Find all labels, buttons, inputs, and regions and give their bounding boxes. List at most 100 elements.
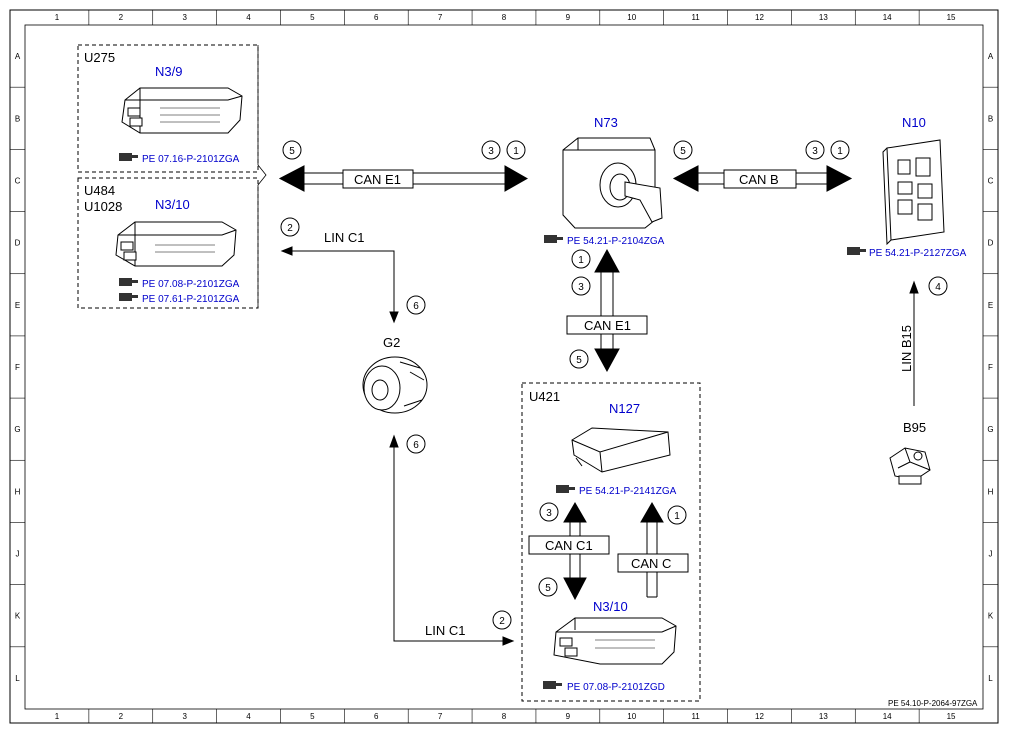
column-label: 1: [55, 13, 60, 22]
column-label: 8: [502, 712, 507, 721]
row-label: B: [15, 114, 20, 123]
column-label: 6: [374, 13, 379, 22]
group-label-u275: U275: [84, 50, 115, 65]
bus-label-can-e1-horizontal: CAN E1: [354, 172, 401, 187]
bus-lin-c1-bottom: [389, 434, 515, 646]
marker-label: 3: [812, 146, 818, 157]
column-label: 13: [819, 13, 828, 22]
marker-label: 3: [546, 508, 552, 519]
column-label: 14: [883, 13, 892, 22]
sam-module-n10-image: [882, 139, 945, 246]
marker-label: 1: [578, 255, 584, 266]
marker-3-mid: 3: [805, 140, 825, 160]
manual-pointer-icon: [847, 247, 866, 255]
row-label: C: [15, 176, 21, 185]
column-label: 15: [947, 13, 956, 22]
row-label: J: [16, 550, 20, 559]
group-label-u484: U484: [84, 183, 115, 198]
row-label: E: [15, 301, 20, 310]
bus-can-e1-vertical: [566, 248, 648, 373]
marker-5-vert: 5: [569, 349, 589, 369]
column-label: 8: [502, 13, 507, 22]
marker-label: 2: [499, 616, 505, 627]
frame-ticks: [10, 10, 998, 723]
row-label: L: [15, 674, 20, 683]
component-code-n3-10-left: N3/10: [155, 197, 190, 212]
column-label: 14: [883, 712, 892, 721]
marker-6-top: 6: [406, 295, 426, 315]
manual-pointer-icon: [544, 235, 563, 243]
bus-label-can-c: CAN C: [631, 556, 671, 571]
column-label: 15: [947, 712, 956, 721]
marker-1-mid: 1: [830, 140, 850, 160]
column-label: 4: [246, 712, 251, 721]
column-label: 11: [691, 13, 700, 22]
row-label: D: [988, 239, 994, 248]
marker-4-lin: 4: [928, 276, 948, 296]
column-label: 3: [182, 712, 187, 721]
alternator-g2-image: [362, 356, 428, 414]
manual-pointer-icon: [543, 681, 562, 689]
reference-n3-10-a: PE 07.08-P-2101ZGA: [142, 279, 240, 290]
bus-label-can-b: CAN B: [739, 172, 779, 187]
ecu-n3-9-image: [121, 87, 243, 134]
marker-label: 5: [576, 355, 582, 366]
column-label: 5: [310, 13, 315, 22]
group-label-u1028: U1028: [84, 199, 122, 214]
bus-label-lin-c1-bottom: LIN C1: [425, 623, 465, 638]
marker-label: 2: [287, 223, 293, 234]
marker-5-left: 5: [282, 140, 302, 160]
bus-label-lin-c1-top: LIN C1: [324, 230, 364, 245]
column-label: 11: [691, 712, 700, 721]
row-label: F: [988, 363, 993, 372]
group-box-u484: U484 U1028: [77, 177, 259, 309]
manual-pointer-icon: [556, 485, 575, 493]
column-label: 9: [566, 712, 571, 721]
row-label: L: [988, 674, 993, 683]
reference-n127: PE 54.21-P-2141ZGA: [579, 486, 677, 497]
document-id: PE 54.10-P-2064-97ZGA: [888, 699, 978, 708]
marker-2-lin-bottom: 2: [492, 610, 512, 630]
marker-label: 3: [578, 282, 584, 293]
ecu-n3-10-left-image: [115, 221, 237, 267]
marker-3-left: 3: [481, 140, 501, 160]
marker-1-c: 1: [667, 505, 687, 525]
marker-6-bottom: 6: [406, 434, 426, 454]
row-label: H: [988, 487, 994, 496]
component-code-n3-10-bottom: N3/10: [593, 599, 628, 614]
bus-label-lin-b15: LIN B15: [899, 325, 914, 372]
group-label-u421: U421: [529, 389, 560, 404]
bus-label-can-e1-vertical: CAN E1: [584, 318, 631, 333]
row-label: H: [15, 487, 21, 496]
bus-lin-c1-top: [280, 246, 399, 324]
row-label: B: [988, 114, 993, 123]
row-label: A: [15, 52, 21, 61]
bus-can-e1-horizontal: [278, 165, 529, 192]
marker-label: 1: [674, 511, 680, 522]
marker-group: 5 3 1 5 3 1 2 6 1 3 5 4 6 3 1 5 2: [280, 140, 948, 630]
reference-n3-10-bottom: PE 07.08-P-2101ZGD: [567, 682, 665, 693]
manual-pointer-icon: [119, 293, 138, 301]
marker-label: 6: [413, 440, 419, 451]
row-label: F: [15, 363, 20, 372]
column-label: 6: [374, 712, 379, 721]
reference-n10: PE 54.21-P-2127ZGA: [869, 248, 967, 259]
row-label: D: [15, 239, 21, 248]
marker-label: 5: [289, 146, 295, 157]
reference-n3-9: PE 07.16-P-2101ZGA: [142, 154, 240, 165]
module-n127-image: [571, 427, 671, 473]
group-box-u421: U421: [521, 382, 701, 702]
bus-can-b: [672, 165, 853, 192]
row-label: E: [988, 301, 993, 310]
column-label: 2: [119, 13, 124, 22]
row-label: K: [988, 612, 994, 621]
group-bracket: [257, 45, 267, 308]
reference-n73: PE 54.21-P-2104ZGA: [567, 236, 665, 247]
column-label: 13: [819, 712, 828, 721]
group-box-u275: U275: [77, 44, 259, 173]
ignition-switch-n73-image: [562, 137, 663, 229]
marker-5-c1: 5: [538, 577, 558, 597]
component-code-n73: N73: [594, 115, 618, 130]
